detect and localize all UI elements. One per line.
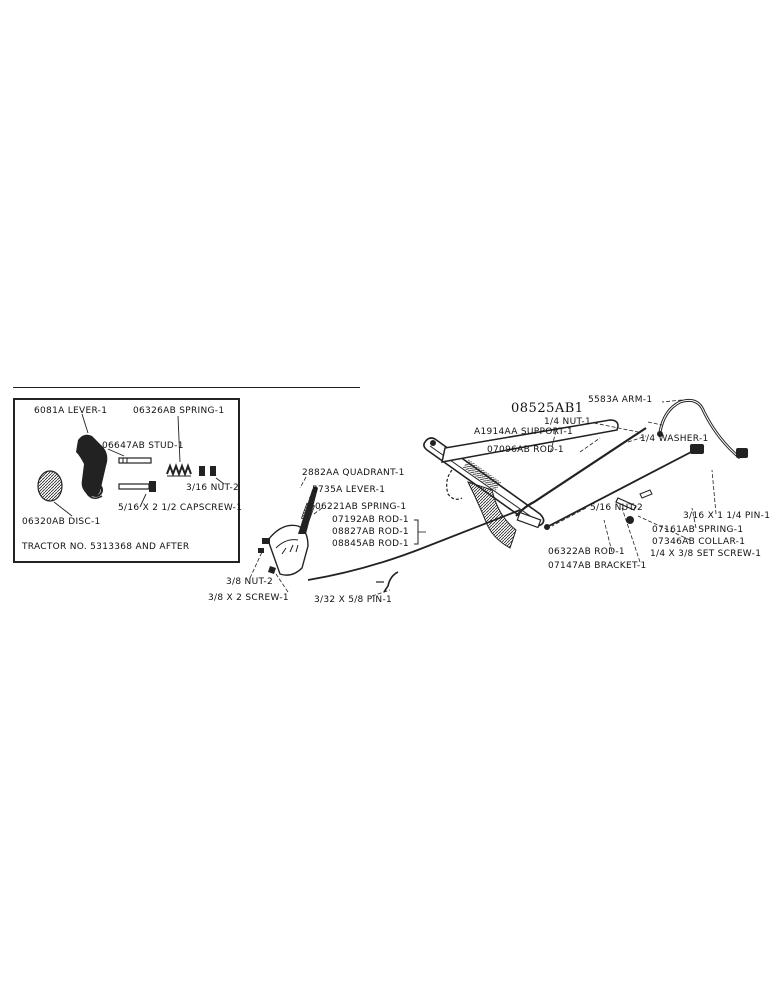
header-rule [13,387,360,388]
inset-tractor-note: TRACTOR NO. 5313368 AND AFTER [22,542,190,552]
rod-07096-part [515,427,647,517]
inset-label-lever: 6081A LEVER-1 [34,406,108,416]
label-quadrant: 2882AA QUADRANT-1 [302,468,405,478]
label-pin-316: 3/16 X 1 1/4 PIN-1 [683,511,771,521]
label-pin-332: 3/32 X 5/8 PIN-1 [314,595,393,605]
label-nut-quarter: 1/4 NUT-1 [544,417,592,427]
arm-5583-part [657,398,748,460]
label-spring-07161: 07161AB SPRING-1 [652,525,744,535]
inset-label-stud: 06647AB STUD-1 [102,441,184,451]
support-frame-part [423,419,619,549]
label-part-number: 08525AB1 [511,401,584,416]
label-arm: 5583A ARM-1 [588,395,653,405]
rods-07192-08827-08845-part [307,509,521,593]
quadrant-lever-part [258,486,318,576]
inset-nuts-part [199,466,216,476]
label-set-screw: 1/4 X 3/8 SET SCREW-1 [650,549,762,559]
label-spring-06221: 06221AB SPRING-1 [315,502,407,512]
main-leaders [249,399,717,597]
inset-disc-part [37,470,63,502]
inset-leaders [53,413,225,517]
label-nut-516: 5/16 NUT-2 [590,503,644,513]
label-rod-08845: 08845AB ROD-1 [332,539,409,549]
label-rod-07096: 07096AB ROD-1 [487,445,564,455]
label-lever: 5735A LEVER-1 [312,485,386,495]
inset-stud-part [118,457,152,464]
label-rod-06322: 06322AB ROD-1 [548,547,625,557]
label-collar: 07346AB COLLAR-1 [652,537,746,547]
rods-brace [414,519,419,545]
inset-spring-part [166,463,192,477]
label-bracket: 07147AB BRACKET-1 [548,561,647,571]
inset-capscrew-part [118,481,156,492]
inset-lever-part [76,434,108,499]
label-rod-07192: 07192AB ROD-1 [332,515,409,525]
bracket-07147-part [615,489,653,524]
label-support: A1914AA SUPPORT-1 [474,427,574,437]
inset-label-nut: 3/16 NUT-2 [186,483,240,493]
inset-label-capscrew: 5/16 X 2 1/2 CAPSCREW-1 [118,503,243,513]
label-rod-08827: 08827AB ROD-1 [332,527,409,537]
label-screw-38: 3/8 X 2 SCREW-1 [208,593,289,603]
inset-label-disc: 06320AB DISC-1 [22,517,101,527]
label-nut-38: 3/8 NUT-2 [226,577,274,587]
inset-label-spring: 06326AB SPRING-1 [133,406,225,416]
label-washer: 1/4 WASHER-1 [640,434,709,444]
rod-06322-part [544,444,704,530]
inset-box [13,398,240,563]
